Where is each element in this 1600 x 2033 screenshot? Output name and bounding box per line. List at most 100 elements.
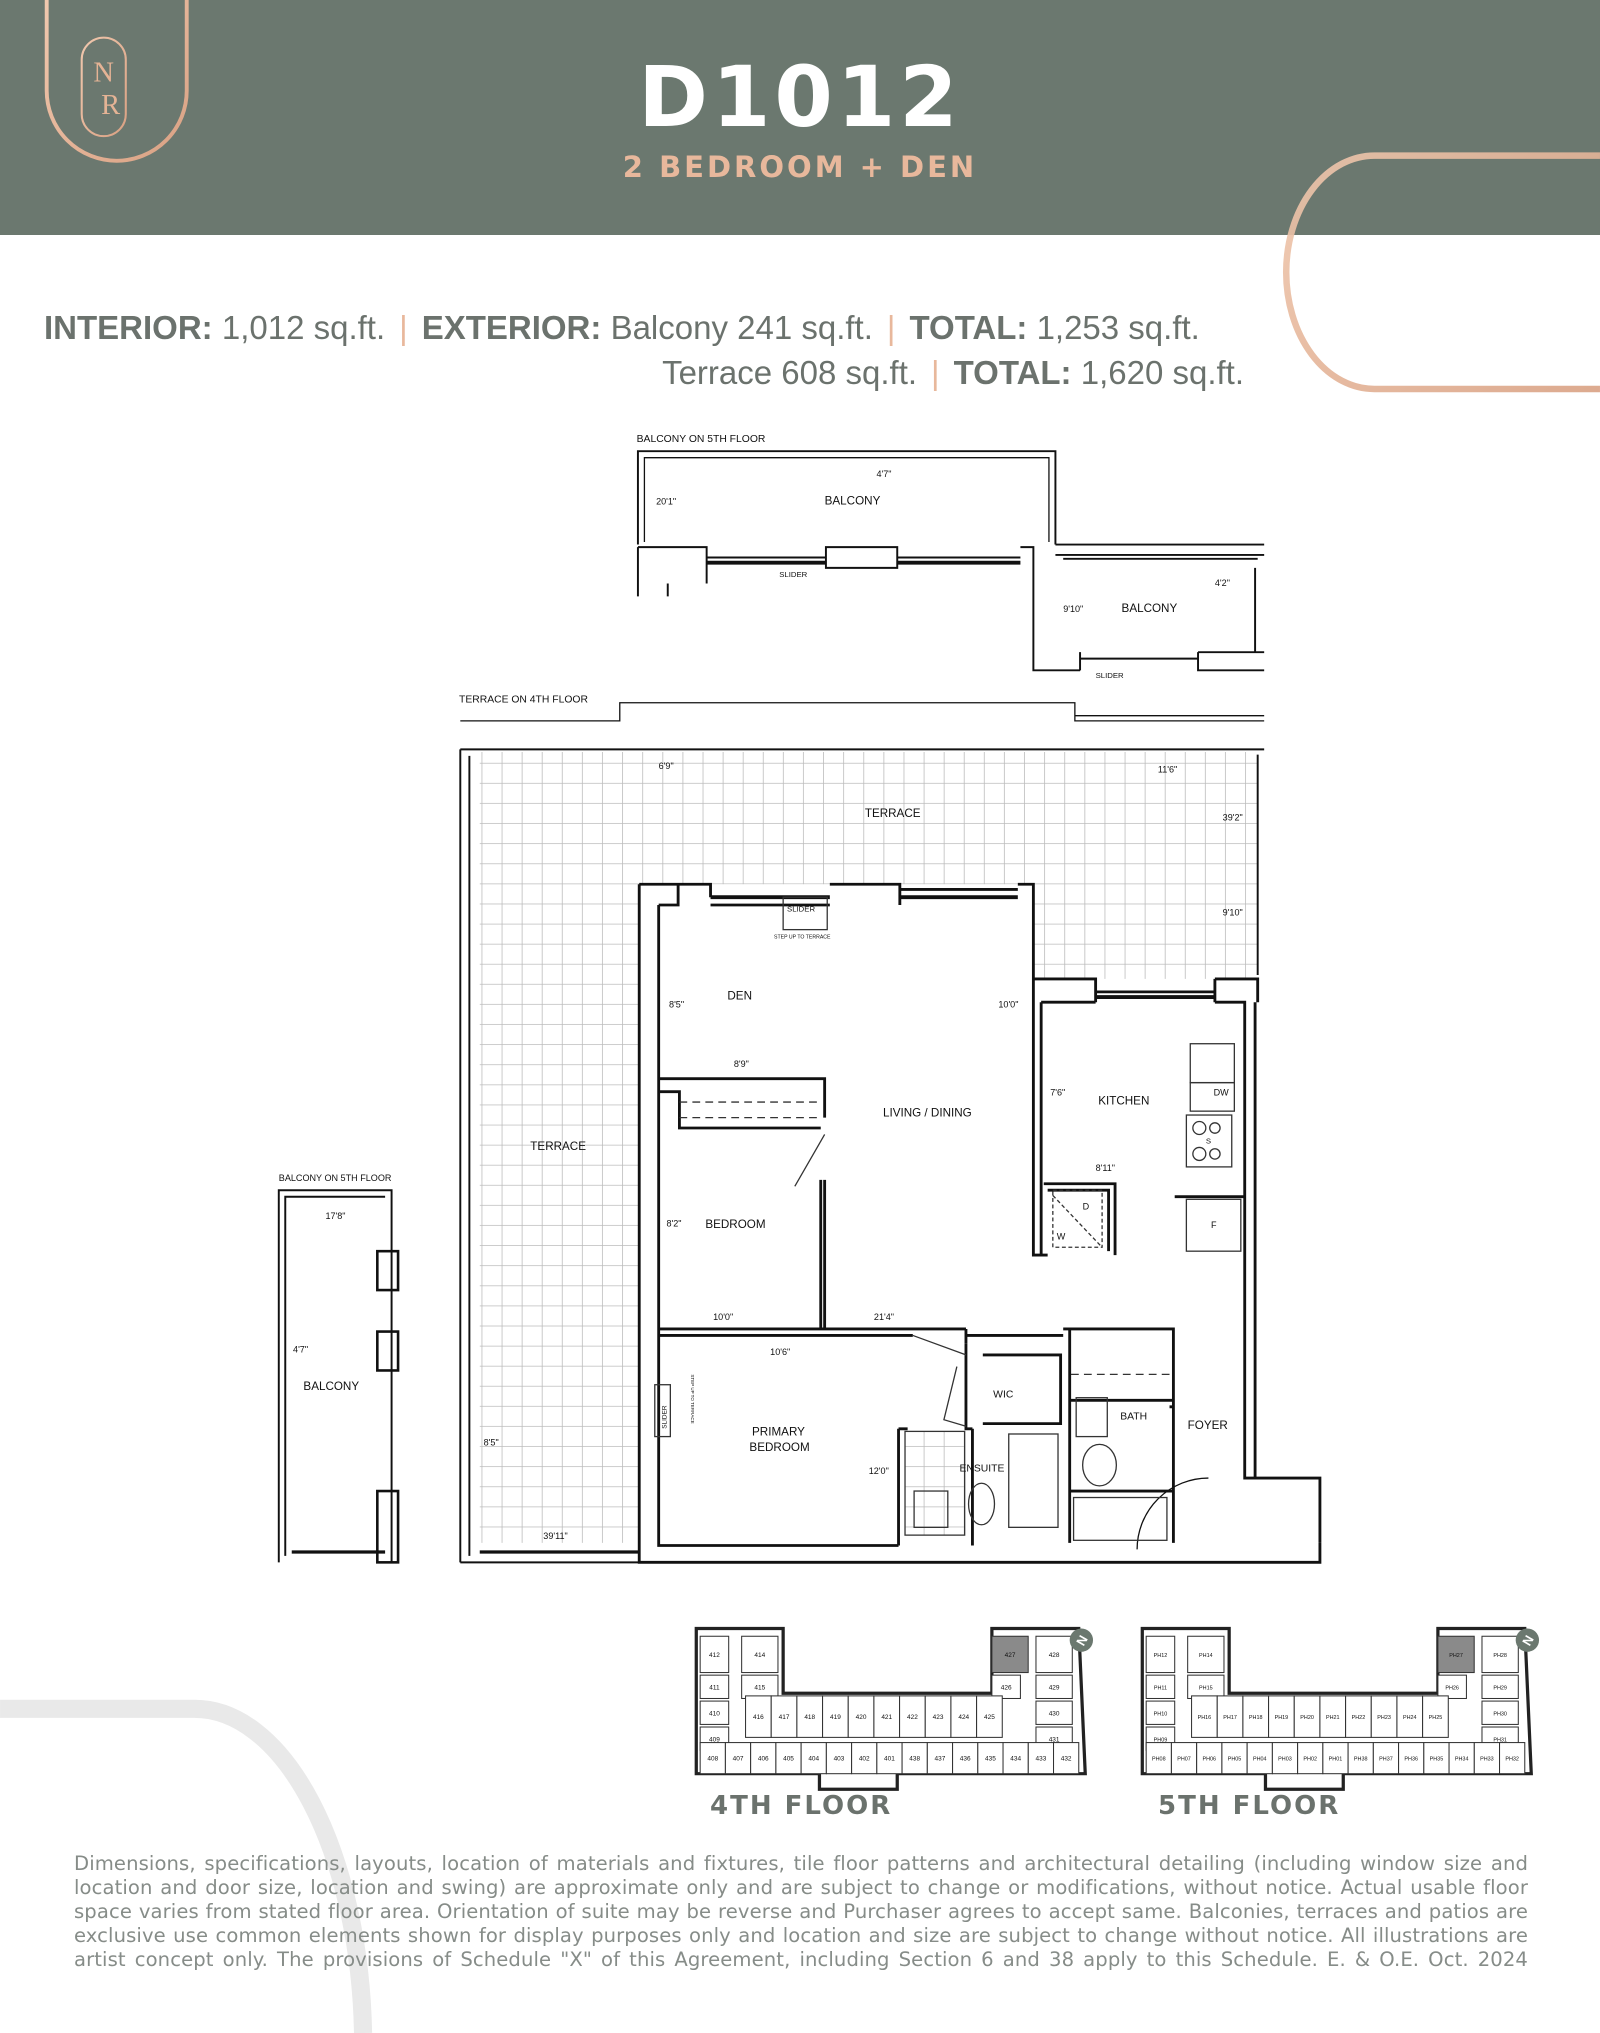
dimension-label: 8'5": [484, 1438, 499, 1448]
logo: N R: [44, 0, 189, 163]
room-label-balcony: BALCONY: [1122, 602, 1178, 615]
keyplan-unit: [745, 1695, 772, 1738]
room-label-living-dining: LIVING / DINING: [883, 1106, 972, 1119]
dimension-label: 20'1": [656, 496, 676, 506]
room-label-primary: PRIMARY: [752, 1425, 805, 1438]
keyplan-unit-label: 416: [753, 1714, 764, 1721]
keyplan-unit-label: PH02: [1303, 1757, 1317, 1763]
washer-label: W: [1057, 1232, 1066, 1242]
dimension-label: 11'6": [1158, 765, 1177, 775]
dimension-label: 12'0": [869, 1466, 889, 1476]
keyplan-unit: [1481, 1635, 1519, 1674]
balcony-left: [277, 1189, 400, 1564]
total-with-balcony: 1,253 sq.ft.: [1036, 309, 1200, 346]
keyplan-unit: [926, 1742, 954, 1775]
keyplan-unit: [1216, 1695, 1244, 1738]
keyplan-unit-label: 437: [935, 1756, 946, 1763]
keyplan-unit-label: PH17: [1223, 1715, 1237, 1721]
keyplan-unit-label: 412: [709, 1652, 720, 1659]
separator: |: [931, 354, 940, 391]
keyplan-unit-label: 410: [709, 1710, 720, 1717]
dimension-label: 4'7": [876, 469, 891, 479]
keyplan-unit-label: 436: [960, 1756, 971, 1763]
stove-label: S: [1206, 1137, 1211, 1146]
room-label-kitchen: KITCHEN: [1098, 1095, 1149, 1108]
keyplan-unit-label: PH35: [1430, 1757, 1444, 1763]
decorative-arc-right: [1283, 152, 1600, 393]
keyplan-unit: [991, 1635, 1029, 1674]
keyplan-unit-label: PH30: [1493, 1711, 1507, 1717]
room-label-terrace: TERRACE: [865, 807, 921, 820]
keyplan-unit: [1145, 1700, 1176, 1725]
keyplan-unit-label: PH06: [1202, 1757, 1216, 1763]
balcony-top: [636, 450, 1265, 672]
keyplan-unit-label: 427: [1005, 1652, 1016, 1659]
keyplan-unit-label: 406: [758, 1756, 769, 1763]
keyplan-unit-label: 435: [985, 1756, 996, 1763]
keyplan-unit-label: PH10: [1154, 1711, 1168, 1717]
keyplan-unit-label: 432: [1061, 1756, 1072, 1763]
keyplan-unit-label: PH09: [1154, 1737, 1168, 1743]
room-label-wic: WIC: [993, 1390, 1014, 1401]
terrace-caption: TERRACE ON 4TH FLOOR: [459, 695, 588, 706]
keyplan-unit: [1372, 1742, 1400, 1775]
dimension-label: 10'0": [713, 1312, 733, 1322]
keyplan-unit: [1145, 1742, 1172, 1775]
keyplan-unit-label: 423: [933, 1714, 944, 1721]
keyplan-unit-label: PH36: [1404, 1757, 1418, 1763]
balcony-area: Balcony 241 sq.ft.: [610, 309, 873, 346]
keyplan-unit: [1437, 1635, 1475, 1674]
dimension-label: 10'0": [998, 999, 1018, 1009]
room-label-terrace: TERRACE: [530, 1140, 586, 1153]
keyplan-unit: [1370, 1695, 1398, 1738]
keyplan-unit-label: PH18: [1249, 1715, 1263, 1721]
dimension-label: 7'6": [1050, 1088, 1065, 1098]
keyplan-unit: [1145, 1635, 1176, 1674]
keyplan-unit: [1221, 1742, 1248, 1775]
step-up-label: STEP UP TO TERRACE: [774, 935, 831, 941]
dimension-label: 6'9": [659, 761, 674, 771]
keyplan-unit-label: PH11: [1154, 1685, 1167, 1691]
keyplan-unit: [977, 1742, 1004, 1775]
separator: |: [399, 309, 408, 346]
dimension-label: 8'2": [666, 1219, 681, 1229]
keyplan-unit: [1345, 1695, 1372, 1738]
dimension-label: 17'8": [325, 1211, 345, 1221]
keyplan-unit-label: PH04: [1253, 1757, 1267, 1763]
keyplan-unit-label: 419: [830, 1714, 841, 1721]
keyplan-unit: [775, 1742, 802, 1775]
keyplan-unit-label: PH38: [1354, 1757, 1368, 1763]
area-stats-line-2: Terrace 608 sq.ft.|TOTAL: 1,620 sq.ft.: [662, 354, 1244, 392]
keyplan-unit-label: PH16: [1198, 1715, 1212, 1721]
keyplan-unit-label: 414: [754, 1652, 765, 1659]
keyplan-unit-label: 408: [707, 1756, 718, 1763]
step-up-label: STEP UP TO TERRACE: [690, 1374, 695, 1423]
keyplan-unit: [991, 1674, 1021, 1700]
room-label-bedroom: BEDROOM: [705, 1218, 765, 1231]
header-banner: D1012 2 BEDROOM + DEN: [0, 0, 1600, 235]
terrace: [459, 702, 1265, 1564]
keyplan-unit: [1145, 1674, 1176, 1700]
keyplan-unit-label: 405: [783, 1756, 794, 1763]
keyplan-unit-label: 404: [808, 1756, 819, 1763]
keyplan-unit-label: PH07: [1177, 1757, 1191, 1763]
keyplan-unit-label: 430: [1049, 1710, 1060, 1717]
keyplan-unit-label: PH22: [1352, 1715, 1366, 1721]
keyplan-unit-label: PH08: [1152, 1757, 1166, 1763]
keyplan-unit: [1170, 1742, 1198, 1775]
keyplan-unit-label: PH32: [1505, 1757, 1519, 1763]
slider-label: SLIDER: [1096, 671, 1124, 680]
keyplan-unit-label: 421: [881, 1714, 892, 1721]
north-arrow-icon: [1069, 1628, 1094, 1652]
total-label: TOTAL:: [953, 354, 1072, 391]
keyplan-unit: [741, 1635, 779, 1674]
keyplan-unit-label: 411: [709, 1684, 720, 1691]
fridge-label: F: [1211, 1220, 1217, 1230]
slider-label: SLIDER: [779, 570, 807, 579]
fixtures: [654, 896, 1242, 1541]
unit-type: 2 BEDROOM + DEN: [622, 150, 978, 184]
svg-text:R: R: [101, 90, 120, 121]
